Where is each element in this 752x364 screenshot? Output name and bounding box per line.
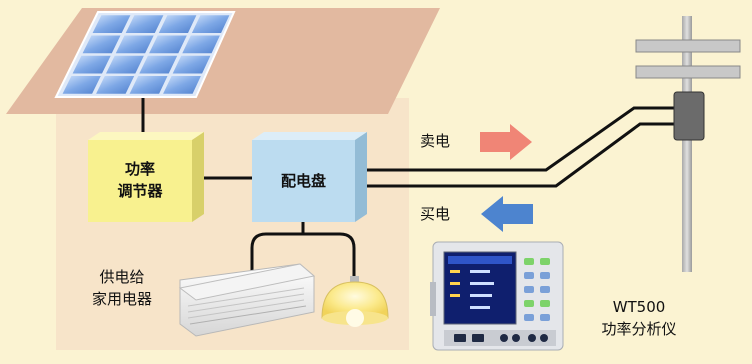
distribution-board-label: 配电盘 xyxy=(280,172,326,190)
solar-cell xyxy=(106,55,144,74)
solar-cell xyxy=(191,15,230,33)
solar-cell xyxy=(72,55,111,74)
solar-cell xyxy=(129,76,168,94)
solar-panel xyxy=(54,11,236,98)
power-conditioner-box xyxy=(88,132,204,222)
sell-power-label: 卖电 xyxy=(420,132,451,150)
power-conditioner-label: 功率 调节器 xyxy=(88,158,192,202)
solar-cell xyxy=(96,76,135,94)
power-conditioner-label-line2: 调节器 xyxy=(117,182,163,200)
supply-label-line2: 家用电器 xyxy=(91,290,152,308)
power-analyzer-device xyxy=(430,241,564,351)
solar-cell xyxy=(115,35,154,54)
utility-pole xyxy=(635,16,741,272)
solar-cell xyxy=(158,15,197,33)
sell-arrow xyxy=(480,124,532,160)
air-conditioner xyxy=(178,263,316,337)
solar-cell xyxy=(92,15,131,33)
solar-cell xyxy=(163,76,201,94)
solar-cell xyxy=(172,55,211,74)
distribution-board-box xyxy=(252,132,367,222)
analyzer-model-label: WT500 xyxy=(612,298,666,316)
solar-cell xyxy=(182,35,220,54)
lamp xyxy=(321,276,389,327)
buy-arrow xyxy=(481,196,533,232)
solar-cell xyxy=(82,35,121,54)
analyzer-name-label: 功率分析仪 xyxy=(601,320,677,338)
solar-cell xyxy=(149,35,187,54)
wiring xyxy=(141,98,690,278)
analyzer-label: WT500 功率分析仪 xyxy=(584,296,694,340)
solar-cell xyxy=(125,15,164,33)
supply-label-line1: 供电给 xyxy=(99,268,145,286)
buy-power-label: 买电 xyxy=(420,205,451,223)
supply-appliances-label: 供电给 家用电器 xyxy=(68,266,176,310)
solar-cell xyxy=(62,76,101,94)
power-conditioner-label-line1: 功率 xyxy=(124,160,155,178)
solar-cell xyxy=(139,55,178,74)
